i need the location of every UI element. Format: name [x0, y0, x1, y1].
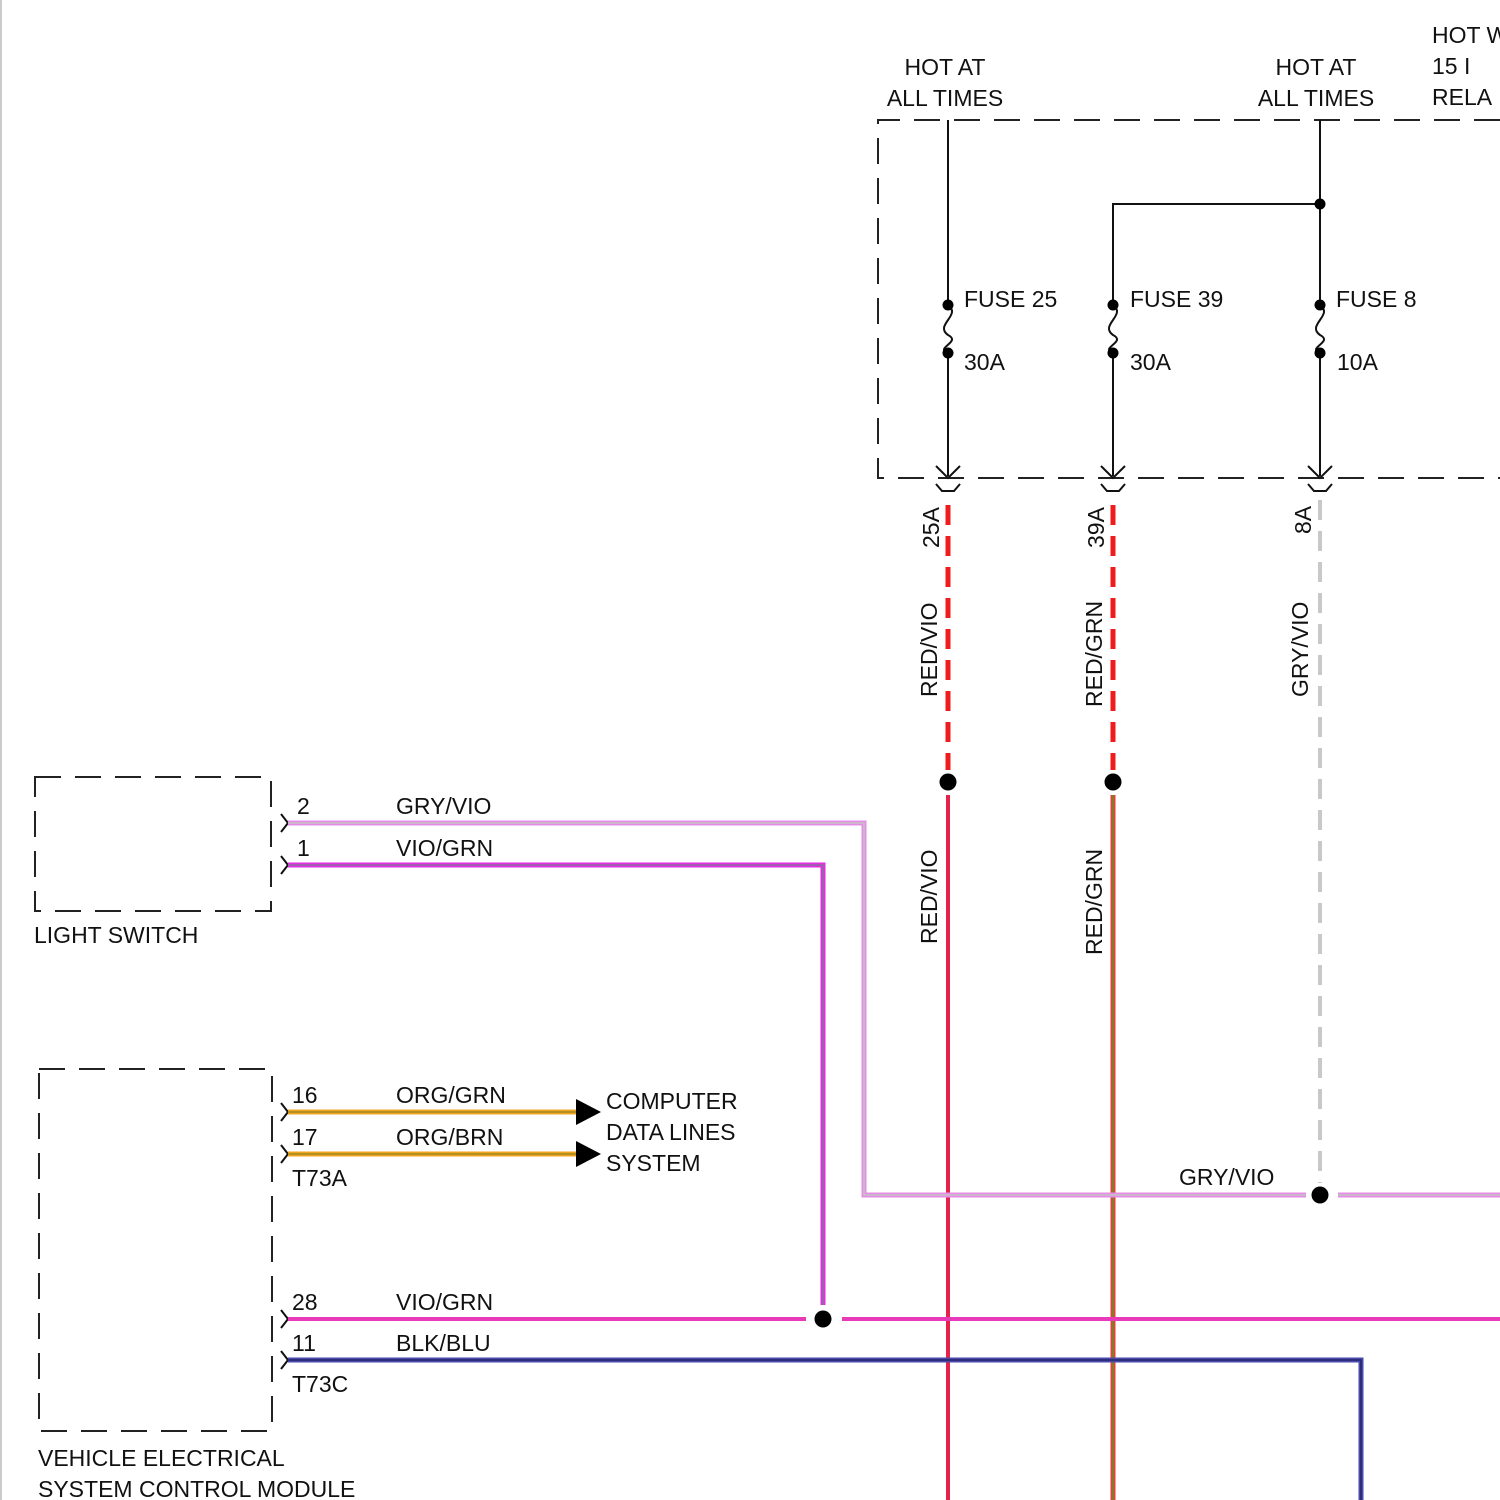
wire-blk-blu-edge: [288, 1360, 1361, 1500]
splice-vio-grn: [815, 1311, 832, 1328]
fuse-39-label: FUSE 39: [1130, 286, 1223, 312]
light-switch-pin-1-connector: [281, 856, 288, 874]
connector-39a-cup: [1101, 484, 1125, 491]
module-connector-t73c: T73C: [292, 1371, 348, 1397]
wire-label-gry-vio-switch: GRY/VIO: [396, 793, 491, 819]
light-switch-pin-2-connector: [281, 814, 288, 832]
module-pin-28: 28: [292, 1289, 318, 1315]
fuse-8-bottom-terminal: [1315, 348, 1326, 359]
fuse-39: FUSE 39 30A: [1108, 204, 1321, 476]
fuse-25-bottom-terminal: [943, 348, 954, 359]
label-line: RELA: [1432, 84, 1493, 110]
terminal-8a-label: 8A: [1290, 505, 1316, 534]
label-line: HOT AT: [905, 54, 986, 80]
light-switch-pin-1: 1: [297, 835, 310, 861]
wire-label-org-brn: ORG/BRN: [396, 1124, 503, 1150]
module-pin-16: 16: [292, 1082, 318, 1108]
label-line: SYSTEM CONTROL MODULE: [38, 1476, 355, 1500]
label-line: SYSTEM: [606, 1150, 701, 1176]
vehicle-electrical-system-control-module: 16 17 T73A 28 11 T73C VEHICLE ELECTRICAL…: [38, 1069, 355, 1500]
label-line: 15 I: [1432, 53, 1470, 79]
label-line: HOT AT: [1276, 54, 1357, 80]
terminal-39a-label: 39A: [1083, 506, 1109, 548]
wire-vio-grn-switch-edge: [288, 865, 823, 1305]
fuse-8: FUSE 8 10A: [1315, 120, 1417, 476]
module-pin-16-connector: [281, 1103, 288, 1121]
light-switch-frame: [35, 777, 271, 911]
module-pin-28-connector: [281, 1310, 288, 1328]
fuse-25: FUSE 25 30A: [943, 120, 1058, 476]
splice-gry-vio: [1312, 1187, 1329, 1204]
fuse-25-label: FUSE 25: [964, 286, 1057, 312]
connector-8a-cup: [1308, 484, 1332, 491]
feed-label-hot-at-all-times-1: HOT AT ALL TIMES: [887, 54, 1003, 111]
fuse-39-bottom-terminal: [1108, 348, 1119, 359]
fuse-39-rating: 30A: [1130, 349, 1172, 375]
feed-label-hot-at-all-times-2: HOT AT ALL TIMES: [1258, 54, 1374, 111]
wire-label-vio-grn-module: VIO/GRN: [396, 1289, 493, 1315]
org-grn-arrow: [576, 1099, 601, 1125]
wire-label-blk-blu: BLK/BLU: [396, 1330, 491, 1356]
wire-label-org-grn: ORG/GRN: [396, 1082, 506, 1108]
module-frame: [39, 1069, 272, 1431]
wire-label-red-vio-lower: RED/VIO: [916, 849, 942, 944]
module-pin-11: 11: [292, 1330, 316, 1356]
org-brn-arrow: [576, 1141, 601, 1167]
connector-25a-cup: [936, 484, 960, 491]
label-line: HOT W: [1432, 22, 1500, 48]
splice-red-vio: [940, 774, 957, 791]
light-switch: 2 1 LIGHT SWITCH: [34, 777, 310, 948]
module-label: VEHICLE ELECTRICAL SYSTEM CONTROL MODULE: [38, 1445, 355, 1500]
wire-label-red-grn-lower: RED/GRN: [1081, 849, 1107, 955]
fuse-box: HOT AT ALL TIMES HOT AT ALL TIMES HOT W 15 …: [878, 22, 1500, 548]
wire-label-red-grn-upper: RED/GRN: [1081, 601, 1107, 707]
module-pin-17-connector: [281, 1145, 288, 1163]
module-pin-17: 17: [292, 1124, 318, 1150]
wire-label-red-vio-upper: RED/VIO: [916, 602, 942, 697]
fuse-25-top-terminal: [943, 300, 954, 311]
fuse-feed-splice: [1315, 199, 1326, 210]
module-connector-t73a: T73A: [292, 1165, 348, 1191]
fuse-39-top-terminal: [1108, 300, 1119, 311]
label-line: VEHICLE ELECTRICAL: [38, 1445, 285, 1471]
wire-vio-grn-switch-core: [288, 865, 823, 1305]
label-line: DATA LINES: [606, 1119, 736, 1145]
wire-label-gry-vio-bottom: GRY/VIO: [1179, 1164, 1274, 1190]
fuse-8-top-terminal: [1315, 300, 1326, 311]
wire-blk-blu-core: [288, 1360, 1361, 1500]
wire-label-vio-grn-switch: VIO/GRN: [396, 835, 493, 861]
light-switch-label: LIGHT SWITCH: [34, 922, 198, 948]
label-line: ALL TIMES: [887, 85, 1003, 111]
label-line: COMPUTER: [606, 1088, 738, 1114]
fuse-25-rating: 30A: [964, 349, 1006, 375]
light-switch-pin-2: 2: [297, 793, 310, 819]
wire-label-gry-vio-vertical: GRY/VIO: [1287, 602, 1313, 697]
computer-data-lines-label: COMPUTER DATA LINES SYSTEM: [606, 1088, 738, 1176]
fuse-8-label: FUSE 8: [1336, 286, 1417, 312]
terminal-25a-label: 25A: [918, 506, 944, 548]
module-pin-11-connector: [281, 1351, 288, 1369]
fuse-8-rating: 10A: [1337, 349, 1379, 375]
feed-label-hot-with-relay: HOT W 15 I RELA: [1432, 22, 1500, 110]
label-line: ALL TIMES: [1258, 85, 1374, 111]
splice-red-grn: [1105, 774, 1122, 791]
